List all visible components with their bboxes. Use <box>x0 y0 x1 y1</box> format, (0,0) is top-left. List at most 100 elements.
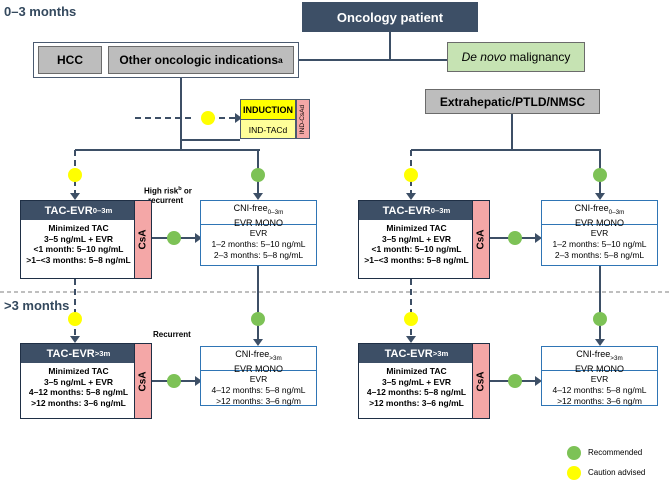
tac-subscript: >3m <box>94 349 111 358</box>
malignancy-label: malignancy <box>506 50 571 64</box>
legend-caution-label: Caution advised <box>588 468 646 477</box>
tac-evr-late-left: TAC-EVR>3m Minimized TAC 3–5 ng/mL + EVR… <box>20 343 152 419</box>
caution-dot <box>404 168 418 182</box>
cni-line: 2–3 months: 5–8 ng/mL <box>213 250 304 260</box>
de-novo-malignancy-box: De novo malignancy <box>447 42 585 72</box>
csa-label: CsA <box>137 370 149 392</box>
tac-prefix: TAC-EVR <box>384 347 433 360</box>
tac-line: Minimized TAC <box>386 223 447 233</box>
tac-evr-body: Minimized TAC 3–5 ng/mL + EVR 4–12 month… <box>359 366 474 408</box>
tac-line: <1 month: 5–10 ng/mL <box>371 244 462 254</box>
cni-line: 2–3 months: 5–8 ng/mL <box>554 250 645 260</box>
induction-csa-label: IND-CsAd <box>299 104 307 134</box>
cni-prefix: CNI-free <box>235 349 270 359</box>
cni-free-late-left: CNI-free>3m EVR MONO EVR 4–12 months: 5–… <box>200 346 317 406</box>
cni-free-title: CNI-free0–3m EVR MONO <box>542 201 657 228</box>
tac-line: >1–<3 months: 5–8 ng/mL <box>26 254 131 265</box>
cni-free-body: EVR 4–12 months: 5–8 ng/mL >12 months: 3… <box>542 371 657 407</box>
cni-mono: EVR MONO <box>574 363 624 374</box>
cni-free-late-right: CNI-free>3m EVR MONO EVR 4–12 months: 5–… <box>541 346 658 406</box>
recommended-dot <box>167 374 181 388</box>
tac-line: 3–5 ng/mL + EVR <box>43 233 114 244</box>
other-indications-label: Other oncologic indications <box>119 53 278 67</box>
caution-dot <box>201 111 215 125</box>
tac-line: 4–12 months: 5–8 ng/mL <box>28 387 129 397</box>
hcc-box: HCC <box>38 46 102 74</box>
csa-strip: CsA <box>134 201 151 278</box>
tac-line: Minimized TAC <box>48 366 109 376</box>
csa-strip: CsA <box>472 201 489 278</box>
cni-free-title: CNI-free>3m EVR MONO <box>542 347 657 374</box>
cni-subscript: 0–3m <box>267 208 284 216</box>
cni-line: >12 months: 3–6 ng/m <box>557 396 642 406</box>
phase-early-label: 0–3 months <box>4 4 77 19</box>
cni-subscript: >3m <box>610 354 623 362</box>
de-novo-label: De novo <box>461 50 507 64</box>
recommended-dot <box>251 312 265 326</box>
tac-line: 3–5 ng/mL + EVR <box>381 376 452 387</box>
cni-mono: EVR MONO <box>574 217 624 228</box>
phase-late-label: >3 months <box>4 298 70 313</box>
cni-prefix: CNI-free <box>233 203 268 213</box>
cni-mono: EVR MONO <box>233 217 283 228</box>
induction-tac: IND-TACd <box>248 124 288 135</box>
csa-label: CsA <box>475 370 487 392</box>
cni-free-early-left: CNI-free0–3m EVR MONO EVR 1–2 months: 5–… <box>200 200 317 266</box>
high-risk-label: High risk <box>144 186 179 196</box>
extrahepatic-box: Extrahepatic/PTLD/NMSC <box>425 89 600 114</box>
induction-title: INDUCTION <box>241 100 295 120</box>
oncology-patient-box: Oncology patient <box>302 2 478 32</box>
tac-subscript: >3m <box>432 349 449 358</box>
tac-prefix: TAC-EVR <box>46 347 95 360</box>
other-indications-footnote: a <box>278 55 283 65</box>
high-risk-footnote: b <box>178 186 182 192</box>
cni-line: 4–12 months: 5–8 ng/mL <box>552 385 647 395</box>
tac-evr-title: TAC-EVR>3m <box>359 344 474 363</box>
cni-line: EVR <box>249 228 268 238</box>
cni-line: 1–2 months: 5–10 ng/mL <box>552 239 647 249</box>
cni-free-body: EVR 1–2 months: 5–10 ng/mL 2–3 months: 5… <box>201 225 316 261</box>
csa-strip: CsA <box>472 344 489 418</box>
cni-line: >12 months: 3–6 ng/m <box>216 396 301 406</box>
tac-evr-late-right: TAC-EVR>3m Minimized TAC 3–5 ng/mL + EVR… <box>358 343 490 419</box>
caution-dot <box>68 312 82 326</box>
cni-subscript: 0–3m <box>608 208 625 216</box>
csa-label: CsA <box>137 229 149 250</box>
cni-line: EVR <box>590 228 609 238</box>
tac-line: >12 months: 3–6 ng/mL <box>369 397 464 408</box>
cni-subscript: >3m <box>269 354 282 362</box>
tac-line: >12 months: 3–6 ng/mL <box>31 397 126 408</box>
caution-dot <box>68 168 82 182</box>
tac-line: 3–5 ng/mL + EVR <box>43 376 114 387</box>
tac-evr-body: Minimized TAC 3–5 ng/mL + EVR 4–12 month… <box>21 366 136 408</box>
induction-box: INDUCTION IND-TACd <box>240 99 296 139</box>
cni-prefix: CNI-free <box>574 203 609 213</box>
recurrent-note-late: Recurrent <box>153 330 191 339</box>
tac-prefix: TAC-EVR <box>382 204 431 217</box>
cni-mono: EVR MONO <box>233 363 283 374</box>
cni-line: EVR <box>590 374 609 384</box>
cni-line: 4–12 months: 5–8 ng/mL <box>211 385 306 395</box>
tac-evr-body: Minimized TAC 3–5 ng/mL + EVR <1 month: … <box>21 223 136 265</box>
recommended-dot <box>167 231 181 245</box>
tac-prefix: TAC-EVR <box>44 204 93 217</box>
tac-line: >1–<3 months: 5–8 ng/mL <box>364 254 469 265</box>
high-risk-note: High riskb or <box>144 186 192 196</box>
tac-line: Minimized TAC <box>386 366 447 376</box>
tac-evr-title: TAC-EVR>3m <box>21 344 136 363</box>
recommended-dot <box>508 374 522 388</box>
recommended-dot <box>508 231 522 245</box>
legend-caution-dot <box>567 466 581 480</box>
tac-subscript: 0–3m <box>92 206 113 215</box>
high-risk-or: or <box>181 186 192 196</box>
recommended-dot <box>593 312 607 326</box>
csa-label: CsA <box>475 229 487 250</box>
induction-csa-box: IND-CsAd <box>296 99 310 139</box>
cni-free-title: CNI-free0–3m EVR MONO <box>201 201 316 228</box>
tac-evr-body: Minimized TAC 3–5 ng/mL + EVR <1 month: … <box>359 223 474 265</box>
cni-prefix: CNI-free <box>576 349 611 359</box>
